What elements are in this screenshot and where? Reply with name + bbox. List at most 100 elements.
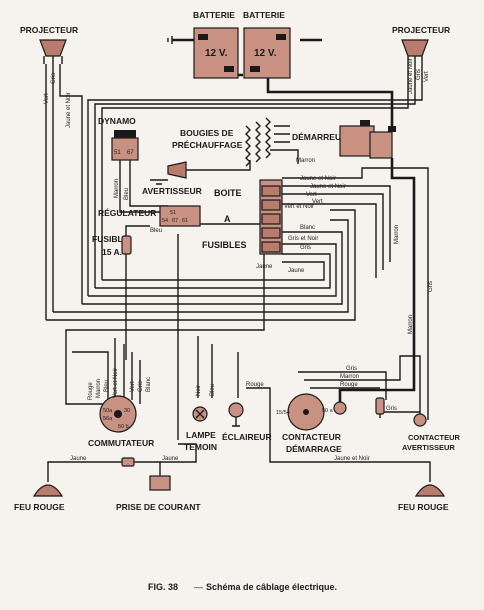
feu-rouge-left: FEU ROUGE Jaune	[14, 456, 87, 512]
wl-left-jn: Jaune et Noir	[66, 92, 72, 128]
projector-left-body	[39, 39, 67, 57]
eclaireur: ÉCLAIREUR Rouge	[222, 382, 272, 442]
wire-fuse-vert-noir	[298, 203, 377, 278]
eclaireur-body	[228, 402, 244, 418]
label-bougies-2: PRÉCHAUFFAGE	[172, 140, 243, 150]
glow-plug-wires	[274, 125, 290, 143]
comm-t56a: 56a	[103, 416, 113, 422]
commutateur: 50a 56a 30 50 b Rouge Marron Bleu Vert e…	[88, 368, 154, 448]
wire-reg-bleu-fuse	[125, 225, 150, 236]
avertisseur: AVERTISSEUR	[142, 161, 202, 196]
wl-right-gris: Gris	[416, 69, 422, 80]
reg-t54: 54	[162, 218, 168, 224]
label-lampe-1: LAMPE	[186, 430, 216, 440]
wl-comm-vert-noir: Vert et Noir	[113, 368, 119, 398]
horn-body	[167, 161, 187, 179]
wl-comm-vert: Vert	[130, 381, 136, 392]
wl-cont-marron: Marron	[340, 374, 359, 380]
wl-left-gris: Gris	[51, 73, 57, 84]
wire-right-proj-gris	[94, 62, 416, 288]
bougies-prechauffage: BOUGIES DE PRÉCHAUFFAGE	[172, 117, 290, 167]
projector-right-leads	[407, 56, 423, 62]
wl-right-vert: Vert	[424, 71, 430, 82]
battery-left-terminal-2	[224, 66, 234, 72]
wl-fuse-jaune-noir-1: Jaune et Noir	[300, 176, 336, 182]
caption-dash: —	[194, 582, 203, 592]
label-batt-volt-left: 12 V.	[205, 48, 228, 59]
wl-fuse-jaune-1: Jaune	[256, 264, 273, 270]
regulateur: RÉGULATEUR 51 54 67 61 Bleu	[98, 205, 201, 234]
label-avertisseur: AVERTISSEUR	[142, 186, 202, 196]
wl-comm-rouge: Rouge	[88, 382, 94, 400]
contacteur-demarrage: 15/54 50 a CONTACTEUR DÉMARRAGE Gris Mar…	[276, 366, 359, 454]
harness-1	[46, 209, 356, 321]
wl-fuse-jaune-noir-2: Jaune et Noir	[310, 184, 346, 190]
socket-body	[149, 475, 171, 491]
wl-reg-bleu: Bleu	[150, 228, 162, 234]
wire-dynamo-bleu	[129, 160, 168, 207]
fuse-3	[261, 213, 281, 225]
label-feu-rouge-right: FEU ROUGE	[398, 502, 449, 512]
wl-comm-marron: Marron	[96, 379, 102, 398]
wl-comm-blanc: Blanc	[146, 377, 152, 392]
fuse-2	[261, 199, 281, 211]
label-bougies-1: BOUGIES DE	[180, 128, 234, 138]
feu-rouge-right: FEU ROUGE Jaune et Noir	[334, 456, 449, 512]
wire-dynamo-marron	[119, 160, 160, 213]
ignition-terminal	[333, 401, 347, 415]
rear-light-left-body	[32, 484, 64, 497]
wire-fuse-gris-long	[298, 167, 429, 420]
wire-feu-right	[269, 452, 431, 482]
wl-cont-gris: Gris	[346, 366, 357, 372]
wire-rouge-contactor	[246, 387, 271, 402]
label-batterie-right: BATTERIE	[243, 10, 285, 20]
wire-right-proj-jn	[87, 62, 423, 296]
starter-terminal	[360, 120, 370, 126]
switch-center	[114, 410, 122, 418]
boite-a-fusibles: BOITE A FUSIBLES Jaune et Noir Jaune et …	[202, 176, 434, 334]
wl-feu-right-jn: Jaune et Noir	[334, 456, 370, 462]
fuse-box-lower-leads	[282, 231, 300, 263]
dynamo-body	[111, 137, 139, 161]
label-commutateur: COMMUTATEUR	[88, 438, 154, 448]
wl-comm-bleu: Bleu	[104, 380, 110, 392]
lampe-temoin: Noir Bleu LAMPE TEMOIN	[184, 384, 217, 452]
horn-contactor-body	[413, 413, 427, 427]
contacteur-avertisseur: Gris CONTACTEUR AVERTISSEUR	[375, 397, 461, 452]
wl-lampe-bleu: Bleu	[210, 384, 216, 396]
wl-fuse-gris: Gris	[300, 245, 311, 251]
label-boite-2: A	[224, 214, 231, 224]
wl-fuse-jaune-2: Jaune	[288, 268, 305, 274]
label-projecteur-right: PROJECTEUR	[392, 25, 450, 35]
wl-demarreur-marron: Marron	[296, 158, 315, 164]
wl-fuse-gris-noir: Gris et Noir	[288, 236, 318, 242]
glow-plug-1	[245, 125, 251, 167]
wl-dynamo-marron: Marron	[114, 179, 120, 198]
wl-right-marron-2: Marron	[408, 315, 414, 334]
comm-t50b: 50 b	[118, 424, 129, 430]
dynamo: DYNAMO 51 67 Marron Bleu	[98, 116, 139, 200]
reg-t61: 61	[182, 218, 188, 224]
wire-marron-contactor	[304, 355, 421, 420]
harness-3	[82, 231, 343, 305]
wire-fuse-vert	[298, 193, 384, 270]
wiring-harness	[45, 38, 431, 482]
label-contacteur-av-1: CONTACTEUR	[408, 433, 461, 442]
harness-2	[53, 219, 349, 313]
dynamo-t51: 51	[114, 150, 121, 156]
projector-right-body	[401, 39, 429, 57]
starter-body	[339, 125, 375, 157]
starter-to-contactor-cable	[338, 158, 416, 402]
regulator-body	[159, 205, 201, 227]
horn-ground	[150, 179, 168, 185]
label-dynamo: DYNAMO	[98, 116, 136, 126]
wl-right-jn: Jaune et Noir	[408, 58, 414, 94]
label-prise: PRISE DE COURANT	[116, 502, 201, 512]
reg-t51: 51	[170, 210, 176, 216]
label-batterie-left: BATTERIE	[193, 10, 235, 20]
prise-de-courant: PRISE DE COURANT	[116, 475, 201, 512]
label-boite-3: FUSIBLES	[202, 240, 247, 250]
wl-feu-left-jaune: Jaune	[70, 456, 87, 462]
